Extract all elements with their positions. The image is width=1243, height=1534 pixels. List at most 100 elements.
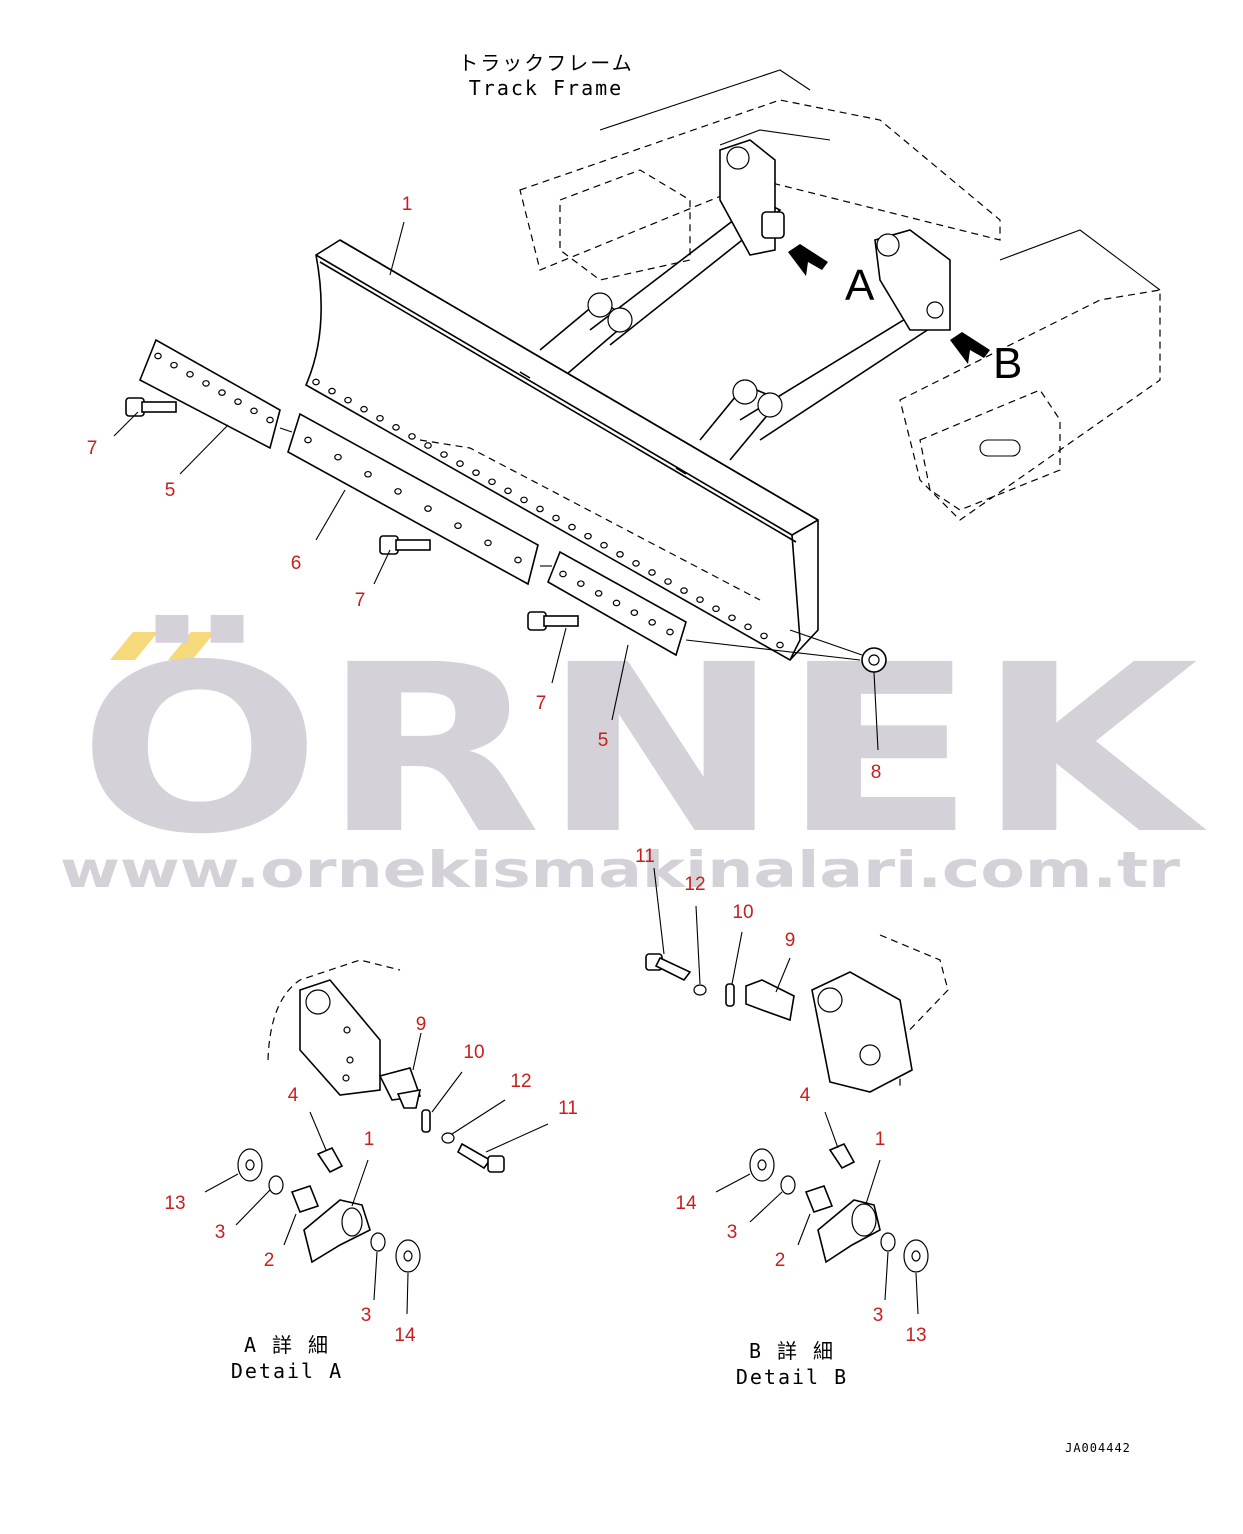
bolt-hole: [154, 352, 162, 360]
bolt-hole: [250, 407, 258, 415]
track-frame-outline: [519, 69, 1161, 521]
callout-number: 7: [536, 693, 547, 714]
detail-a-drawing: [237, 959, 505, 1273]
detail-b-label-jp: B 詳 細: [749, 1339, 835, 1363]
bolt-hole: [630, 609, 639, 616]
callout-number: 3: [361, 1305, 372, 1326]
detail-a-label-en: Detail A: [231, 1359, 343, 1383]
bolt-hole: [594, 590, 603, 597]
callout-number: 3: [215, 1222, 226, 1243]
bolt-hole: [584, 532, 592, 540]
bolt-hole: [394, 488, 402, 495]
bolt-hole: [728, 614, 736, 622]
bolt-hole: [680, 587, 688, 594]
bolt-hole: [552, 514, 560, 522]
bolt-hole: [568, 523, 576, 531]
leader-lines-detail-b: [653, 867, 919, 1315]
bolt-hole: [600, 541, 608, 549]
bolt-hole: [666, 628, 674, 636]
bolt-hole: [304, 436, 312, 444]
callouts-main: 1 5 5 6 7 7 7 8: [87, 194, 882, 783]
watermark-accent-1: [110, 632, 158, 660]
watermark-accent-2: [168, 632, 215, 660]
callout-number: 1: [364, 1129, 375, 1150]
bolt-hole: [472, 469, 480, 477]
plow-bolt: [125, 397, 177, 417]
view-arrow-b: B: [950, 332, 1022, 388]
view-label-b: B: [993, 339, 1022, 388]
bolt-hole: [334, 453, 342, 461]
callout-number: 13: [164, 1193, 185, 1214]
watermark-brand: ÖRNEK: [78, 614, 1207, 885]
callout-number: 9: [785, 930, 796, 951]
bolt-hole: [424, 505, 432, 512]
leader-lines-main: [113, 221, 879, 751]
bolt-hole: [266, 416, 274, 424]
track-frame-label-jp: トラックフレーム: [458, 51, 633, 75]
cutting-edge: [287, 412, 539, 586]
drawing-code: JA004442: [1065, 1441, 1131, 1455]
bolt-hole: [170, 361, 178, 369]
track-frame-label-en: Track Frame: [469, 76, 623, 100]
bolt-hole: [760, 632, 768, 640]
callout-number: 7: [355, 590, 366, 611]
bolt-hole: [424, 442, 432, 449]
callout-number: 1: [402, 194, 413, 215]
callout-number: 11: [558, 1098, 578, 1119]
callout-number: 3: [727, 1222, 738, 1243]
plow-bolt: [527, 611, 579, 631]
view-arrow-a: A: [788, 244, 875, 310]
bolt-hole: [186, 370, 194, 378]
end-bit-right: [546, 550, 687, 657]
bolt-hole: [514, 556, 522, 564]
callout-number: 14: [675, 1193, 697, 1214]
bolt-hole: [612, 599, 621, 607]
callout-number: 5: [165, 480, 176, 501]
bolt-hole: [408, 433, 416, 440]
bolt-hole: [504, 487, 512, 495]
view-label-a: A: [845, 261, 875, 310]
bolt-hole: [616, 550, 624, 558]
bolt-hole: [648, 619, 656, 626]
callout-number: 10: [463, 1042, 484, 1063]
bolt-hole: [712, 605, 720, 613]
leader-lines-detail-a: [204, 1032, 549, 1315]
bolt-hole: [536, 505, 544, 513]
plow-bolt: [379, 535, 431, 555]
bolt-hole: [744, 623, 752, 631]
callout-number: 4: [800, 1085, 811, 1106]
callout-number: 14: [394, 1325, 416, 1346]
bolt-hole: [344, 396, 352, 404]
callouts-detail-a: 9 10 12 11 4 1 13 3 2 3 14: [164, 1014, 577, 1346]
callout-number: 12: [684, 874, 705, 895]
bolt-hole: [234, 398, 242, 406]
callout-number: 11: [635, 846, 655, 867]
end-bit-left: [138, 338, 281, 450]
bolt-hole: [632, 560, 640, 567]
bolt-hole: [559, 570, 567, 578]
callout-number: 8: [871, 762, 882, 783]
bolt-hole: [664, 578, 672, 585]
callout-number: 10: [732, 902, 753, 923]
callout-number: 7: [87, 438, 98, 459]
bolt-hole: [218, 389, 226, 396]
bolt-hole: [488, 478, 496, 486]
bolt-hole: [484, 539, 492, 547]
bolt-hole: [376, 414, 384, 422]
callout-number: 6: [291, 553, 302, 574]
bolt-hole: [648, 569, 656, 576]
detail-b-label-en: Detail B: [736, 1365, 848, 1389]
dozer-blade: [304, 239, 819, 662]
callout-number: 3: [873, 1305, 884, 1326]
callout-number: 2: [264, 1250, 275, 1271]
callout-number: 5: [598, 730, 609, 751]
detail-a-label-jp: A 詳 細: [244, 1333, 330, 1357]
callout-number: 12: [510, 1071, 531, 1092]
bolt-hole: [456, 460, 464, 467]
watermark: ÖRNEK www.ornekismakinalari.com.tr: [60, 614, 1207, 899]
callout-number: 4: [288, 1085, 299, 1106]
detail-b-drawing: [645, 934, 949, 1273]
callout-number: 13: [905, 1325, 926, 1346]
bolt-hole: [440, 451, 448, 458]
